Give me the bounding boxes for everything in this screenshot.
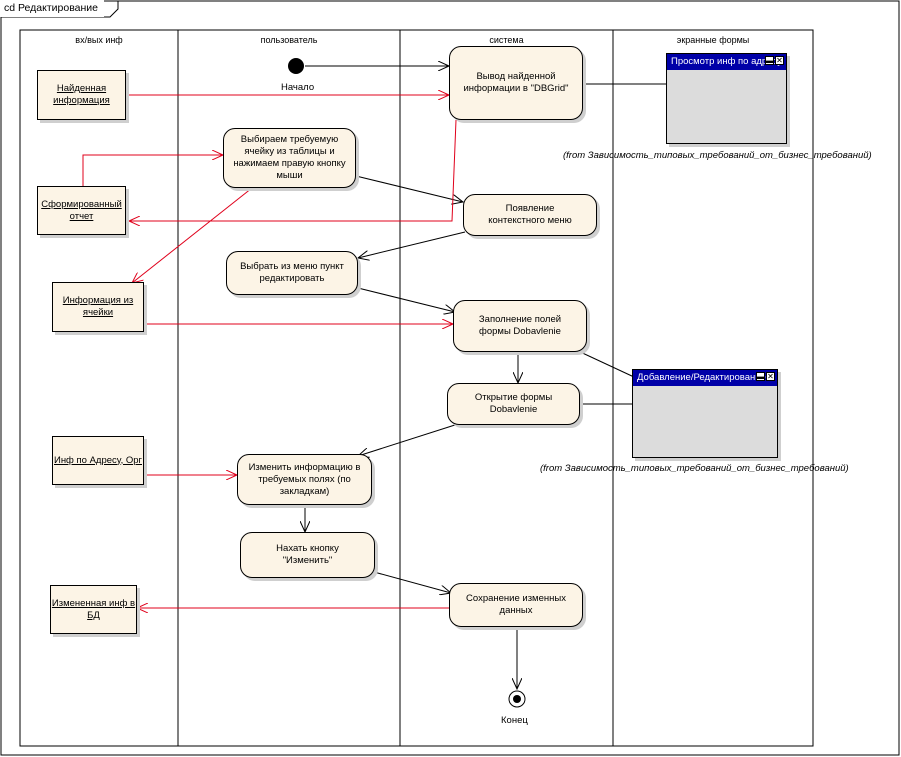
- initial-node: [288, 58, 304, 74]
- final-node-dot: [513, 695, 521, 703]
- action-press-change-label: Нахать кнопку "Изменить": [276, 543, 339, 566]
- form-view-titlebar: Просмотр инф по адресу ▬ ✕: [667, 54, 786, 70]
- lane-title-user: пользователь: [260, 35, 318, 45]
- object-cell-info-label: Информация из ячейки: [62, 295, 134, 318]
- action-press-change[interactable]: Нахать кнопку "Изменить": [240, 532, 375, 578]
- action-save-changes[interactable]: Сохранение изменных данных: [449, 583, 583, 627]
- flow-select-to-context: [355, 175, 463, 202]
- action-choose-edit-label: Выбрать из меню пункт редактировать: [240, 261, 344, 284]
- close-icon[interactable]: ✕: [775, 56, 784, 65]
- flow-context-to-choose: [358, 231, 466, 258]
- form-view-from-label: (from Зависимость_типовых_требований_от_…: [563, 150, 872, 161]
- minimize-icon[interactable]: ▬: [756, 372, 765, 381]
- form-edit-from-label: (from Зависимость_типовых_требований_от_…: [540, 463, 849, 474]
- object-address-info[interactable]: Инф по Адресу, Орг: [52, 436, 144, 485]
- form-edit-title: Добавление/Редактирование: [637, 372, 766, 383]
- action-select-cell-label: Выбираем требуемую ячейку из таблицы и н…: [233, 134, 346, 181]
- start-label: Начало: [281, 82, 315, 93]
- action-fill-fields-label: Заполнение полей формы Dobavlenie: [478, 314, 562, 337]
- action-change-info[interactable]: Изменить информацию в требуемых полях (п…: [237, 454, 372, 505]
- end-label: Конец: [501, 715, 528, 726]
- lane-title-forms: экранные формы: [676, 35, 750, 45]
- object-changed-info[interactable]: Измененная инф в БД: [50, 585, 137, 634]
- object-report[interactable]: Сформированный отчет: [37, 186, 126, 235]
- objflow-report-to-select: [82, 155, 223, 186]
- form-edit-buttons: ▬ ✕: [756, 372, 775, 381]
- action-context-menu-label: Появление контекстного меню: [488, 203, 572, 226]
- action-open-form[interactable]: Открытие формы Dobavlenie: [447, 383, 580, 425]
- action-change-info-label: Изменить информацию в требуемых полях (п…: [248, 461, 361, 497]
- object-found-info-label: Найденная информация: [53, 83, 110, 106]
- flow-press-to-save: [373, 571, 451, 593]
- action-save-changes-label: Сохранение изменных данных: [466, 593, 566, 616]
- frame-tab-border: [1, 1, 119, 18]
- object-address-info-label: Инф по Адресу, Орг: [53, 454, 142, 466]
- action-fill-fields[interactable]: Заполнение полей формы Dobavlenie: [453, 300, 587, 352]
- form-edit[interactable]: Добавление/Редактирование ▬ ✕: [632, 369, 778, 458]
- objflow-output-to-report: [129, 119, 457, 221]
- link-fill-to-edit-form: [575, 349, 635, 378]
- object-found-info[interactable]: Найденная информация: [37, 70, 126, 120]
- action-choose-edit[interactable]: Выбрать из меню пункт редактировать: [226, 251, 358, 295]
- lane-title-system: система: [489, 35, 524, 45]
- lane-title-io: вх/вых инф: [75, 35, 123, 45]
- object-cell-info[interactable]: Информация из ячейки: [52, 282, 144, 332]
- form-view-title: Просмотр инф по адресу: [671, 56, 782, 67]
- close-icon[interactable]: ✕: [766, 372, 775, 381]
- objflow-select-to-cell: [132, 187, 253, 283]
- object-changed-info-label: Измененная инф в БД: [51, 597, 136, 621]
- action-select-cell[interactable]: Выбираем требуемую ячейку из таблицы и н…: [223, 128, 356, 188]
- form-view-buttons: ▬ ✕: [765, 56, 784, 65]
- object-report-label: Сформированный отчет: [41, 198, 122, 222]
- flow-choose-to-fill: [357, 287, 455, 312]
- form-edit-titlebar: Добавление/Редактирование ▬ ✕: [633, 370, 777, 386]
- action-open-form-label: Открытие формы Dobavlenie: [474, 392, 553, 415]
- action-output-dbgrid[interactable]: Вывод найденной информации в "DBGrid": [449, 46, 583, 120]
- swimlane-container: [19, 29, 814, 747]
- minimize-icon[interactable]: ▬: [765, 56, 774, 65]
- form-view[interactable]: Просмотр инф по адресу ▬ ✕: [666, 53, 787, 144]
- action-context-menu[interactable]: Появление контекстного меню: [463, 194, 597, 236]
- flow-open-to-change: [358, 423, 459, 456]
- frame-title: cd Редактирование: [0, 0, 104, 17]
- action-output-dbgrid-label: Вывод найденной информации в "DBGrid": [463, 71, 569, 94]
